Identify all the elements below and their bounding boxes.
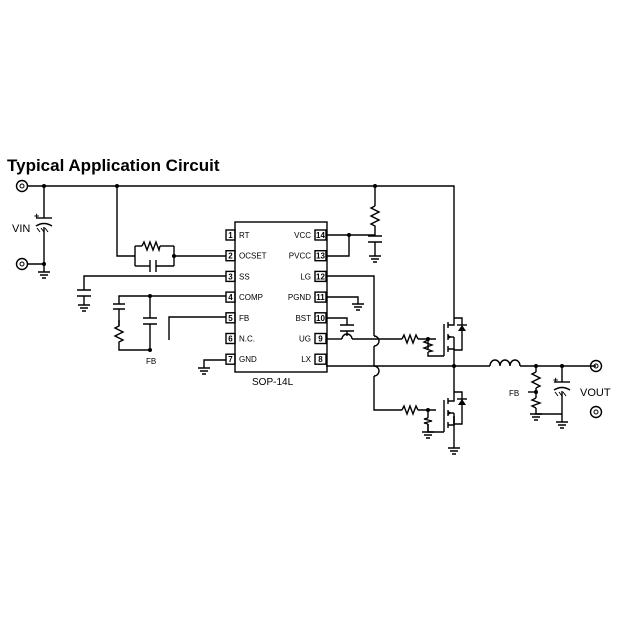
output-cap-plus: + [553, 375, 558, 385]
pin-number-5: 5 [228, 314, 233, 323]
input-cap-plus: + [34, 211, 39, 221]
pin-number-6: 6 [228, 335, 233, 344]
ocset-resistor [141, 240, 161, 253]
pin-number-11: 11 [316, 293, 325, 302]
package-label: SOP-14L [252, 377, 294, 388]
pin-number-14: 14 [316, 231, 325, 240]
bst-capacitor [340, 324, 354, 332]
pin-number-2: 2 [228, 252, 233, 261]
pin-number-12: 12 [316, 272, 325, 281]
pin-number-8: 8 [318, 355, 323, 364]
pin-number-4: 4 [228, 293, 233, 302]
junctions [42, 184, 564, 412]
pin-box-4 [225, 291, 236, 303]
pin-box-1 [225, 229, 236, 241]
low-side-mosfet [443, 384, 467, 432]
pin-name-2: OCSET [239, 252, 267, 261]
low-side-gate-resistor [401, 404, 419, 416]
vout-label: VOUT [580, 387, 611, 399]
ic-chip: 1 RT 2 OCSET 3 SS 4 COMP 5 FB 6 N.C. 7 GND 14 VCC 13 PVC… [225, 221, 328, 373]
pin-name-5: FB [239, 314, 249, 323]
pin-name-6: N.C. [239, 335, 255, 344]
ground-symbols [38, 250, 568, 455]
pin-box-11 [314, 291, 327, 303]
pin-box-9 [314, 332, 327, 345]
high-side-pulldown-resistor [422, 339, 435, 353]
diagram-title: Typical Application Circuit [7, 156, 220, 175]
vout-return-terminal [589, 405, 603, 419]
fb-output-label: FB [509, 389, 519, 398]
pin-box-10 [314, 312, 327, 324]
pin-name-13: PVCC [289, 252, 311, 261]
input-capacitor [35, 210, 53, 236]
pin-name-9: UG [299, 335, 311, 344]
pin-name-7: GND [239, 355, 257, 364]
pin-name-14: VCC [294, 231, 311, 240]
pin-box-6 [225, 332, 236, 345]
pin-box-3 [225, 270, 236, 283]
vin-positive-terminal [15, 179, 29, 193]
pin-box-5 [225, 312, 236, 324]
pin-name-1: RT [239, 231, 250, 240]
comp-resistor [113, 309, 125, 344]
pin-name-11: PGND [288, 293, 311, 302]
high-side-mosfet [443, 317, 467, 356]
pin-name-8: LX [301, 355, 311, 364]
pin-name-12: LG [300, 272, 311, 281]
low-side-pulldown-resistor [423, 417, 433, 425]
fb-upper-resistor [530, 371, 542, 389]
pin-number-1: 1 [228, 231, 233, 240]
fb-comp-label: FB [146, 357, 156, 366]
pin-number-10: 10 [316, 314, 325, 323]
pin-number-3: 3 [228, 272, 233, 281]
pin-box-12 [314, 270, 327, 283]
comp-capacitor-parallel [143, 317, 157, 325]
vin-negative-terminal [15, 257, 29, 271]
vcc-resistor [369, 205, 381, 228]
pin-box-7 [225, 353, 236, 365]
wires [27, 185, 596, 448]
pin-number-9: 9 [318, 335, 323, 344]
pin-name-3: SS [239, 272, 250, 281]
pin-name-10: BST [295, 314, 311, 323]
pin-box-8 [314, 353, 327, 365]
wire-hops [341, 333, 380, 377]
pin-box-13 [314, 249, 327, 262]
vin-label: VIN [12, 223, 30, 235]
vout-terminal [589, 359, 603, 373]
pin-number-13: 13 [316, 252, 325, 261]
vcc-capacitor [368, 235, 382, 243]
high-side-gate-resistor [401, 333, 419, 345]
fb-lower-resistor [530, 397, 542, 409]
pin-number-7: 7 [228, 355, 233, 364]
ocset-capacitor [149, 260, 157, 272]
pin-box-2 [225, 249, 236, 262]
ss-capacitor [77, 289, 91, 297]
comp-capacitor-series [113, 303, 125, 310]
pin-name-4: COMP [239, 293, 263, 302]
output-inductor [489, 359, 521, 367]
output-capacitor [553, 380, 571, 397]
pin-box-14 [314, 229, 327, 241]
